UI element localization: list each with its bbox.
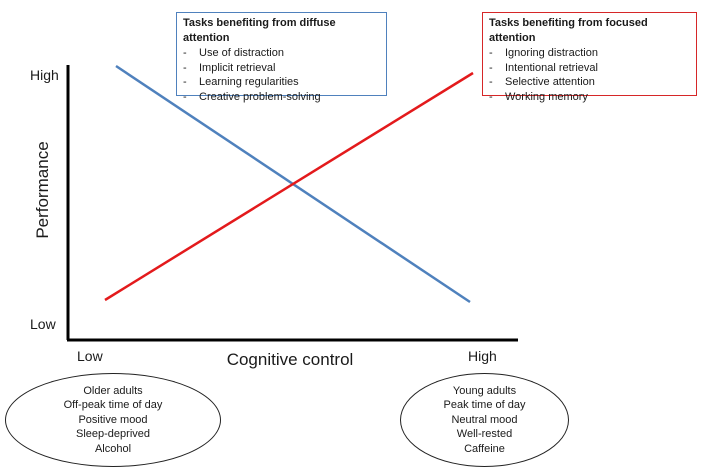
diffuse-attention-title: Tasks benefiting from diffuse attention — [183, 17, 336, 44]
condition-label: Neutral mood — [451, 413, 518, 426]
list-item: Intentional retrieval — [489, 61, 689, 76]
condition-label: Older adults — [83, 384, 143, 397]
high-control-conditions-ellipse: Young adults Peak time of day Neutral mo… — [400, 373, 569, 467]
list-item: Selective attention — [489, 75, 689, 90]
condition-label: Peak time of day — [443, 399, 526, 412]
condition-label: Off-peak time of day — [63, 399, 163, 412]
y-axis-title: Performance — [33, 141, 52, 239]
condition-label: Well-rested — [456, 428, 513, 441]
condition-label: Sleep-deprived — [76, 428, 150, 441]
focused-attention-box: Tasks benefiting from focused attention … — [482, 12, 697, 103]
low-control-conditions-ellipse: Older adults Off-peak time of day Positi… — [5, 373, 221, 467]
list-item: Implicit retrieval — [183, 61, 379, 76]
x-axis-high-label: High — [468, 348, 497, 364]
condition-label: Positive mood — [78, 413, 148, 426]
condition-label: Young adults — [452, 384, 517, 397]
list-item: Ignoring distraction — [489, 46, 689, 61]
diffuse-attention-box: Tasks benefiting from diffuse attention … — [176, 12, 387, 103]
x-axis-title: Cognitive control — [226, 350, 354, 369]
list-item: Use of distraction — [183, 46, 379, 61]
list-item: Working memory — [489, 90, 689, 105]
condition-label: Alcohol — [94, 442, 132, 455]
condition-label: Caffeine — [464, 442, 505, 455]
focused-attention-title: Tasks benefiting from focused attention — [489, 17, 648, 44]
list-item: Learning regularities — [183, 75, 379, 90]
y-axis-low-label: Low — [30, 316, 56, 332]
focused-attention-list: Ignoring distraction Intentional retriev… — [489, 46, 689, 104]
list-item: Creative problem-solving — [183, 90, 379, 105]
y-axis-high-label: High — [30, 67, 59, 83]
focused-attention-line — [104, 71, 474, 302]
diffuse-attention-list: Use of distraction Implicit retrieval Le… — [183, 46, 379, 104]
x-axis-low-label: Low — [77, 348, 103, 364]
